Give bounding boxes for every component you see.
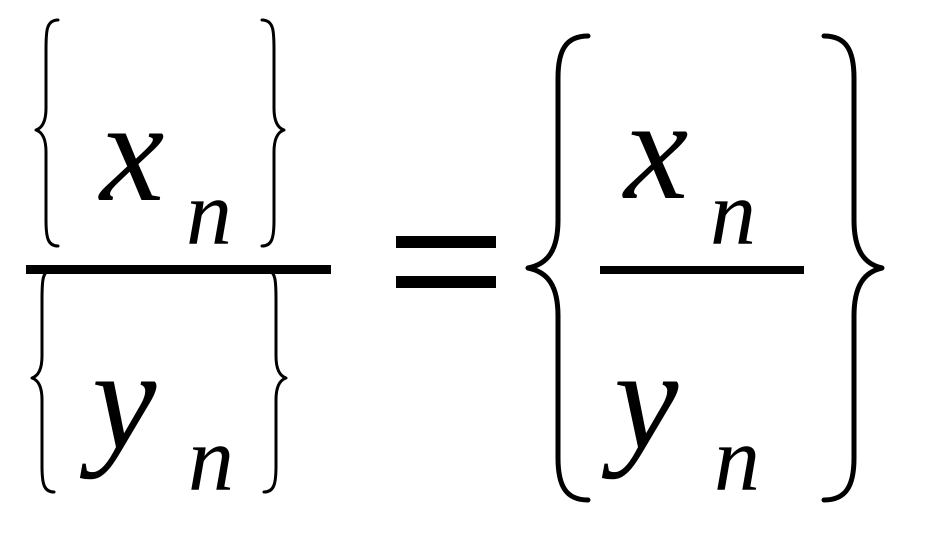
rhs-right-brace bbox=[821, 33, 885, 503]
lhs-denominator-subscript: n bbox=[188, 408, 234, 510]
rhs-fraction-bar bbox=[600, 266, 804, 274]
equals-bottom-bar bbox=[396, 276, 496, 288]
lhs-denominator-right-brace bbox=[262, 268, 288, 494]
lhs-numerator: x n bbox=[34, 18, 286, 264]
lhs-numerator-right-brace bbox=[260, 18, 286, 248]
lhs-fraction-bar bbox=[26, 265, 331, 274]
lhs-denominator-variable: y bbox=[79, 320, 157, 480]
lhs-denominator-left-brace bbox=[30, 268, 56, 494]
lhs-numerator-variable: x bbox=[98, 72, 164, 232]
equals-top-bar bbox=[396, 236, 496, 248]
lhs-numerator-subscript: n bbox=[186, 162, 232, 264]
rhs-denominator-subscript: n bbox=[714, 408, 760, 510]
rhs-numerator-subscript: n bbox=[710, 162, 756, 264]
rhs-denominator-variable: y bbox=[601, 320, 679, 480]
rhs-numerator-variable: x bbox=[622, 70, 688, 230]
lhs-denominator: y n bbox=[30, 268, 288, 510]
equals-sign bbox=[396, 236, 496, 288]
rhs-left-brace bbox=[525, 33, 591, 503]
rhs-denominator: y n bbox=[601, 320, 760, 510]
lhs-numerator-left-brace bbox=[34, 18, 60, 248]
rhs-numerator: x n bbox=[622, 70, 756, 264]
